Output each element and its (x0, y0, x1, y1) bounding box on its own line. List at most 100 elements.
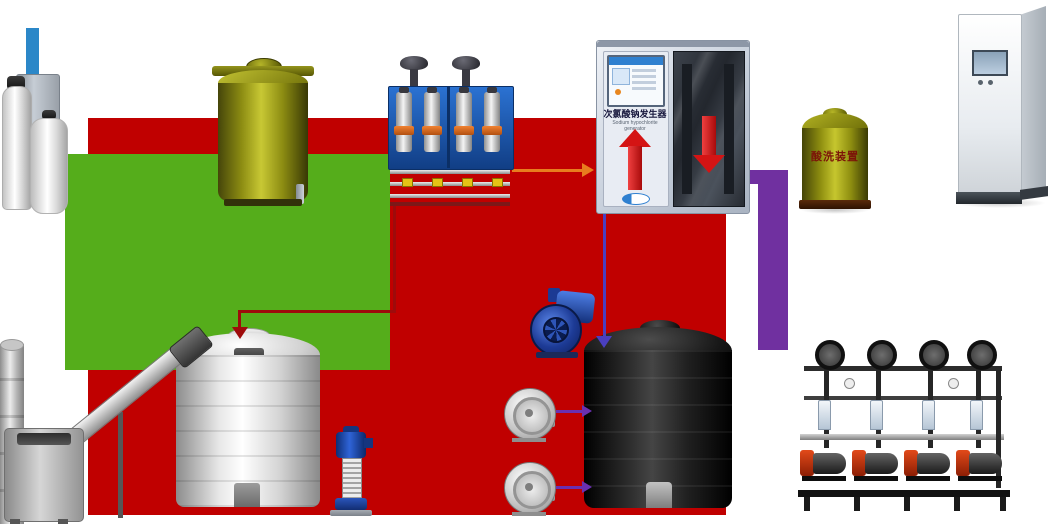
electrolysis-window (673, 51, 745, 207)
impeller-icon (543, 317, 569, 343)
tank-base-rim (799, 200, 871, 209)
valve-handle (402, 178, 413, 187)
brand-logo-icon (622, 193, 650, 205)
cabinet-base (956, 192, 1022, 204)
fan-inlet-ring (513, 471, 551, 509)
dosing-pump (454, 87, 474, 152)
riser-pipe (824, 344, 829, 448)
valve-handle (432, 178, 443, 187)
pump-head (852, 450, 866, 476)
dosing-pump-skid (388, 56, 514, 208)
fan-inlet-ring (513, 397, 551, 435)
cabinet-side-face (1018, 6, 1046, 196)
pump-motor (969, 453, 1002, 474)
chemical-dosing-tank (210, 56, 316, 206)
skid-leg (954, 497, 960, 511)
tank-body (584, 350, 732, 508)
cabinet-base-side (1020, 186, 1048, 200)
riser-pipe (876, 344, 881, 448)
red-flow-line (238, 310, 396, 313)
red-flow-line (238, 312, 241, 328)
panel-divider (447, 86, 450, 168)
blue-arrowhead (596, 336, 612, 348)
skid-base-frame (798, 490, 1010, 497)
down-arrow-stem (702, 116, 716, 156)
fan-base (512, 512, 546, 516)
metering-pump-skid (798, 340, 1014, 518)
resin-tank (2, 86, 32, 210)
cabinet-top-strip (597, 41, 749, 47)
tank-body (176, 355, 320, 507)
feed-hopper (4, 428, 84, 522)
pump-motor (336, 432, 366, 458)
conveyor-support-leg (118, 412, 123, 518)
pressure-gauge (948, 378, 959, 389)
tank-bottom-panel (234, 483, 260, 507)
riser-pipe (928, 344, 933, 448)
electrode-bar (724, 64, 734, 194)
tank-bottom-hatch (646, 482, 672, 508)
storage-tank-black (584, 320, 732, 516)
pump-head (904, 450, 918, 476)
brine-tank-lid (42, 110, 56, 120)
valve-handwheel (919, 340, 949, 370)
motor-cap (343, 426, 359, 433)
fan-flow-line (556, 410, 584, 413)
metering-pump (800, 446, 848, 482)
metering-pump (956, 446, 1004, 482)
calibration-column (870, 400, 883, 430)
hopper-foot (10, 519, 20, 524)
pump-foot (906, 476, 950, 481)
red-arrowhead (232, 327, 248, 339)
pump-feet (536, 352, 578, 358)
red-flow-line (393, 206, 396, 312)
screen-header (609, 57, 663, 65)
manifold-pipe (390, 182, 510, 186)
hmi-screen (607, 55, 665, 107)
fan-arrowhead (582, 405, 592, 417)
brine-tank (30, 118, 68, 214)
hopper-foot (58, 519, 68, 524)
manifold-pipe (390, 194, 510, 198)
tank-foot (224, 199, 302, 206)
fan-base (512, 438, 546, 442)
hopper-opening (17, 433, 71, 445)
blower-fan-1 (504, 388, 556, 444)
blower-fan-2 (504, 462, 556, 518)
outlet-pipe (296, 184, 304, 204)
pump-head (956, 450, 970, 476)
cabinet-front-face (958, 14, 1022, 196)
metering-pump (852, 446, 900, 482)
base-flange (330, 510, 372, 516)
pump-foot (958, 476, 1002, 481)
return-pipe (996, 370, 1001, 488)
calibration-column (818, 400, 831, 430)
electrode-bar (682, 64, 692, 194)
skid-leg (804, 497, 810, 511)
cabinet-display (972, 50, 1008, 76)
dosing-pump (394, 87, 414, 152)
salt-dissolving-tank (176, 328, 320, 516)
calibration-column (970, 400, 983, 430)
pulsation-damper-icon (400, 56, 428, 70)
silo-top (0, 339, 24, 351)
generator-title: 次氯酸钠发生器 (603, 109, 667, 119)
tank-body (802, 128, 868, 202)
fan-hub (525, 483, 533, 491)
skid-leg (904, 497, 910, 511)
dosing-pump (422, 87, 442, 152)
damper-stem (410, 69, 418, 86)
pump-foot (854, 476, 898, 481)
fan-arrowhead (582, 481, 592, 493)
valve-handwheel (815, 340, 845, 370)
blue-marker-bar (26, 28, 39, 74)
skid-leg (854, 497, 860, 511)
cabinet-button (988, 80, 993, 85)
valve-handwheel (867, 340, 897, 370)
control-cabinet (952, 6, 1050, 208)
pump-motor (813, 453, 846, 474)
skid-leg (1000, 497, 1006, 511)
blue-flow-line (603, 212, 606, 338)
valve-handle (492, 178, 503, 187)
terminal-box (364, 438, 373, 448)
